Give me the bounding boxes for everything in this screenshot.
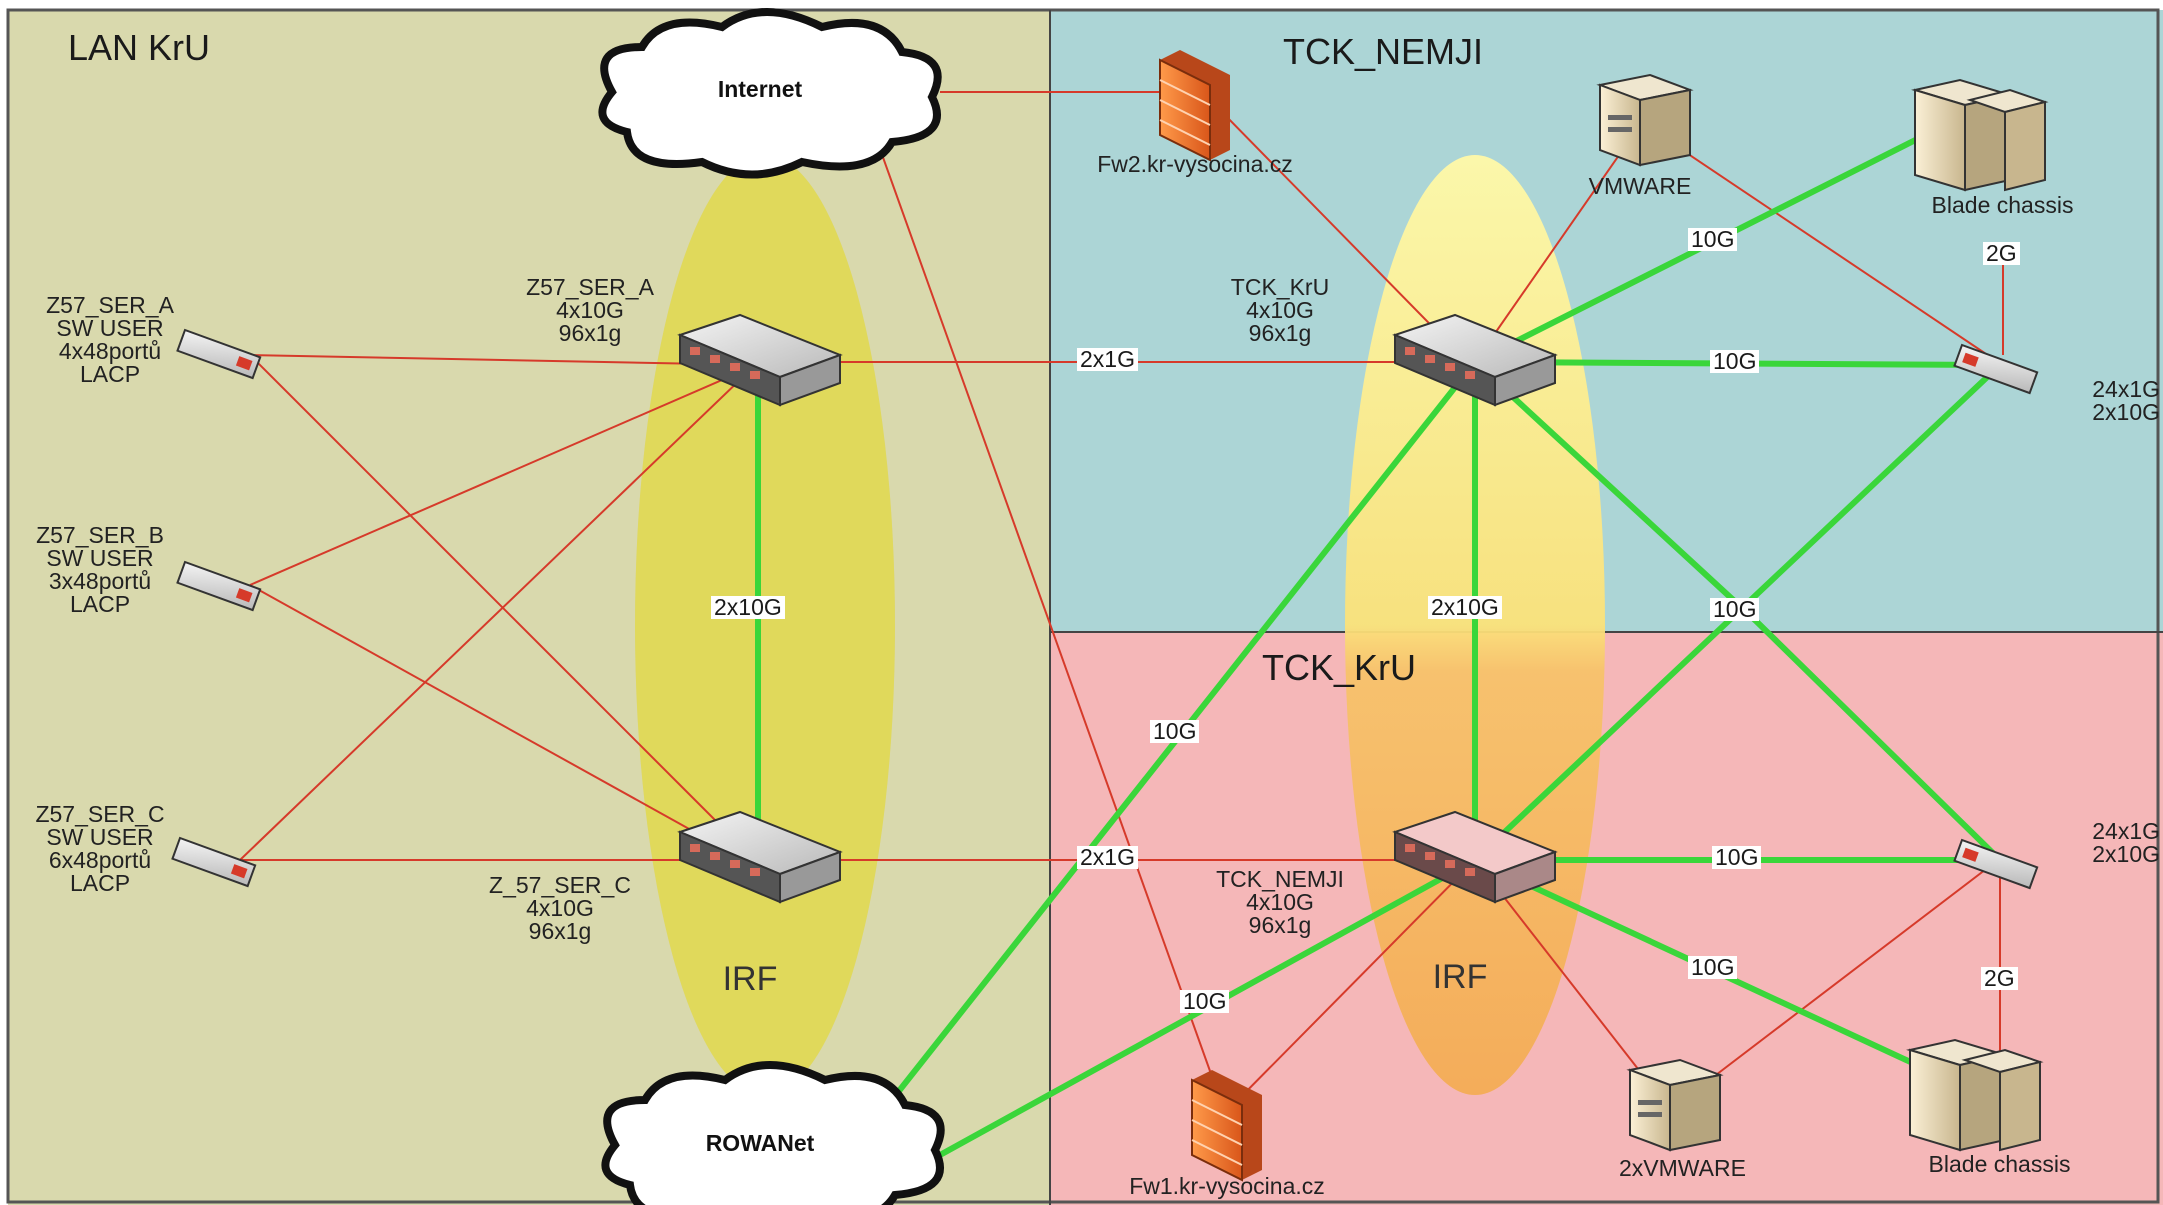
firewall-icon-fw2 (1159, 50, 1230, 162)
device-label-tck-kru: TCK_KrU 4x10G 96x1g (1230, 274, 1330, 346)
link-label-irf-left: 2x10G (711, 596, 785, 619)
switch-icon-ser-c (171, 836, 257, 888)
link-label-rowa-kru: 10G (1150, 720, 1200, 743)
irf-left-label: IRF (722, 960, 778, 998)
blade-chassis-icon-top (1911, 78, 2049, 192)
server-icon-vmware-top (1596, 73, 1694, 167)
device-label-tck-nemji: TCK_NEMJI 4x10G 96x1g (1216, 866, 1344, 938)
rowanet-cloud-shape (601, 1061, 945, 1205)
core-switch-icon-tck-kru (1392, 313, 1558, 407)
device-label-z57-ser-b-user: Z57_SER_B SW USER 3x48portů LACP (36, 522, 164, 617)
internet-cloud-label: Internet (717, 76, 803, 102)
switch-icon-access-top (1953, 343, 2039, 395)
device-label-vmware-top: VMWARE (1588, 173, 1692, 199)
link-label-nemji-blade: 10G (1688, 956, 1738, 979)
core-switch-icon-c (677, 810, 843, 904)
blade-chassis-icon-bottom (1906, 1038, 2044, 1152)
device-label-core-a: Z57_SER_A 4x10G 96x1g (526, 274, 654, 346)
device-label-blade-bottom: Blade chassis (1928, 1151, 2071, 1177)
device-label-z57-ser-c-user: Z57_SER_C SW USER 6x48portů LACP (35, 801, 165, 896)
device-label-blade-top: Blade chassis (1931, 192, 2074, 218)
rowanet-cloud-label: ROWANet (705, 1130, 815, 1156)
device-label-z57-ser-a-user: Z57_SER_A SW USER 4x48portů LACP (46, 292, 174, 387)
link-label-kru-vmware: 10G (1688, 228, 1738, 251)
device-label-fw2: Fw2.kr-vysocina.cz (1097, 151, 1293, 177)
device-label-vmware-bottom: 2xVMWARE (1619, 1155, 1746, 1181)
link-label-rowa-nemji: 10G (1180, 990, 1230, 1013)
device-label-access-top: 24x1G 2x10G (2092, 376, 2160, 425)
switch-icon-ser-a (176, 328, 262, 380)
link-label-blade-access-top: 2G (1983, 242, 2020, 265)
switch-icon-ser-b (176, 560, 262, 612)
switch-icon-access-bottom (1953, 838, 2039, 890)
link-label-irf-right: 2x10G (1428, 596, 1502, 619)
link-label-nemji-access: 10G (1712, 846, 1762, 869)
device-label-access-bottom: 24x1G 2x10G (2092, 818, 2160, 867)
link-label-blade-access-bottom: 2G (1981, 967, 2018, 990)
firewall-icon-fw1 (1191, 1070, 1262, 1182)
core-switch-icon-tck-nemji (1392, 810, 1558, 904)
internet-cloud-shape (598, 8, 942, 179)
device-label-core-c: Z_57_SER_C 4x10G 96x1g (489, 872, 631, 944)
zone-title-nemji: TCK_NEMJI (1283, 31, 1484, 72)
link-label-cross-center: 10G (1710, 598, 1760, 621)
zone-title-lan: LAN KrU (68, 27, 211, 68)
server-icon-vmware-bottom (1626, 1058, 1724, 1152)
link-label-c-to-nemji: 2x1G (1077, 846, 1138, 869)
core-switch-icon-a (677, 313, 843, 407)
link-label-a-to-kru: 2x1G (1077, 348, 1138, 371)
zone-title-kru: TCK_KrU (1262, 647, 1417, 688)
device-label-fw1: Fw1.kr-vysocina.cz (1129, 1173, 1325, 1199)
irf-right-label: IRF (1432, 958, 1488, 996)
link-label-kru-access: 10G (1710, 350, 1760, 373)
